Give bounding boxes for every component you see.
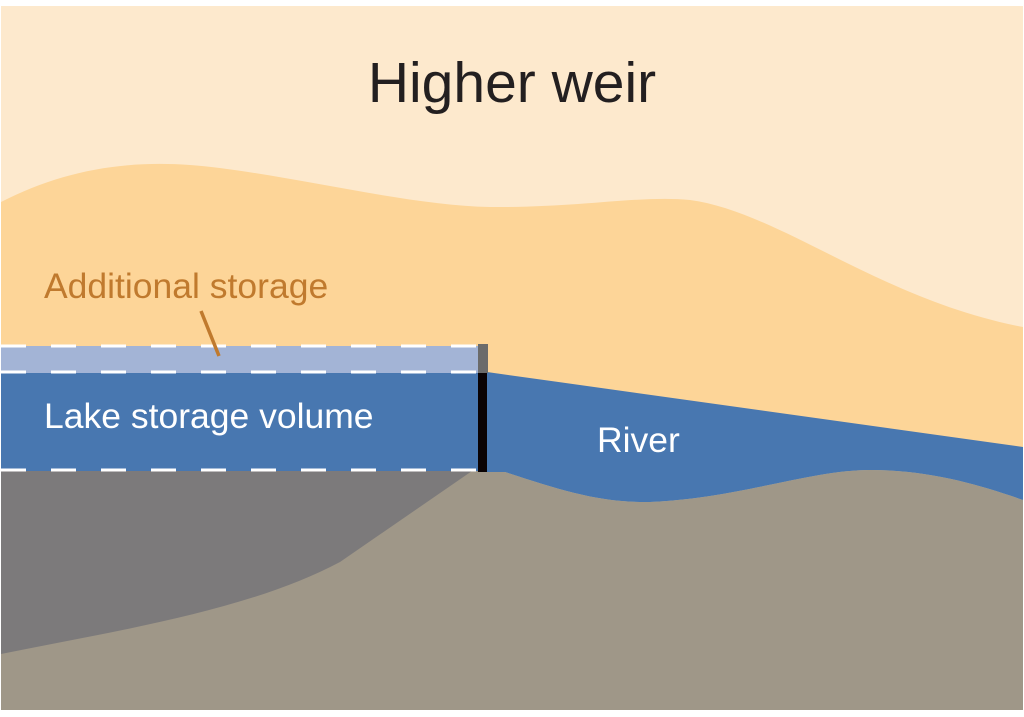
lake-storage-volume-label: Lake storage volume [44,396,374,436]
lake-storage-volume [1,373,479,471]
weir-raised-section [478,344,488,373]
lake-bed [1,471,472,654]
additional-storage-band [1,346,479,373]
additional-storage-label: Additional storage [44,266,328,306]
river-water [487,372,1023,503]
additional-storage-leader-line [199,310,221,357]
diagram-title: Higher weir [368,51,656,115]
weir [478,373,487,472]
river-label: River [597,420,680,460]
